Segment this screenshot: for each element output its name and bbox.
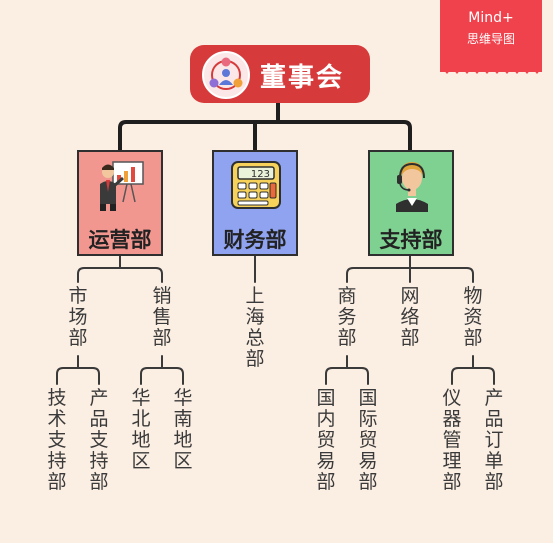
brand-badge: Mind+ 思维导图 [440,0,542,74]
department-label: 运营部 [88,228,152,252]
presentation-chart-icon [97,158,145,212]
support-headset-icon [388,158,436,212]
department-card-finance[interactable]: 123 财务部 [212,150,298,256]
department-label: 财务部 [223,228,287,252]
department-label: 支持部 [379,228,443,252]
subunit-sales[interactable]: 销售部 [152,285,172,349]
subunit-supplies[interactable]: 物资部 [463,285,483,349]
calculator-icon: 123 [230,158,282,212]
subunit-market[interactable]: 市场部 [68,285,88,349]
leaf-tech-support[interactable]: 技术支持部 [47,387,67,493]
badge-subtitle: 思维导图 [466,32,515,46]
badge-title: Mind+ [468,10,514,26]
subunit-business[interactable]: 商务部 [337,285,357,349]
department-card-support[interactable]: 支持部 [368,150,454,256]
team-icon [202,51,250,99]
badge-zigzag-edge [440,64,542,74]
department-card-operations[interactable]: 运营部 [77,150,163,256]
subunit-shanghai-hq[interactable]: 上海总部 [245,285,265,370]
leaf-south-china[interactable]: 华南地区 [173,387,193,472]
calculator-display: 123 [251,169,270,180]
leaf-north-china[interactable]: 华北地区 [131,387,151,472]
leaf-product-order[interactable]: 产品订单部 [484,387,504,493]
leaf-product-support[interactable]: 产品支持部 [89,387,109,493]
root-label: 董事会 [260,63,345,93]
leaf-domestic-trade[interactable]: 国内贸易部 [316,387,336,493]
leaf-international-trade[interactable]: 国际贸易部 [358,387,378,493]
root-node[interactable]: 董事会 [190,45,370,103]
subunit-network[interactable]: 网络部 [400,285,420,349]
leaf-instrument-management[interactable]: 仪器管理部 [442,387,462,493]
